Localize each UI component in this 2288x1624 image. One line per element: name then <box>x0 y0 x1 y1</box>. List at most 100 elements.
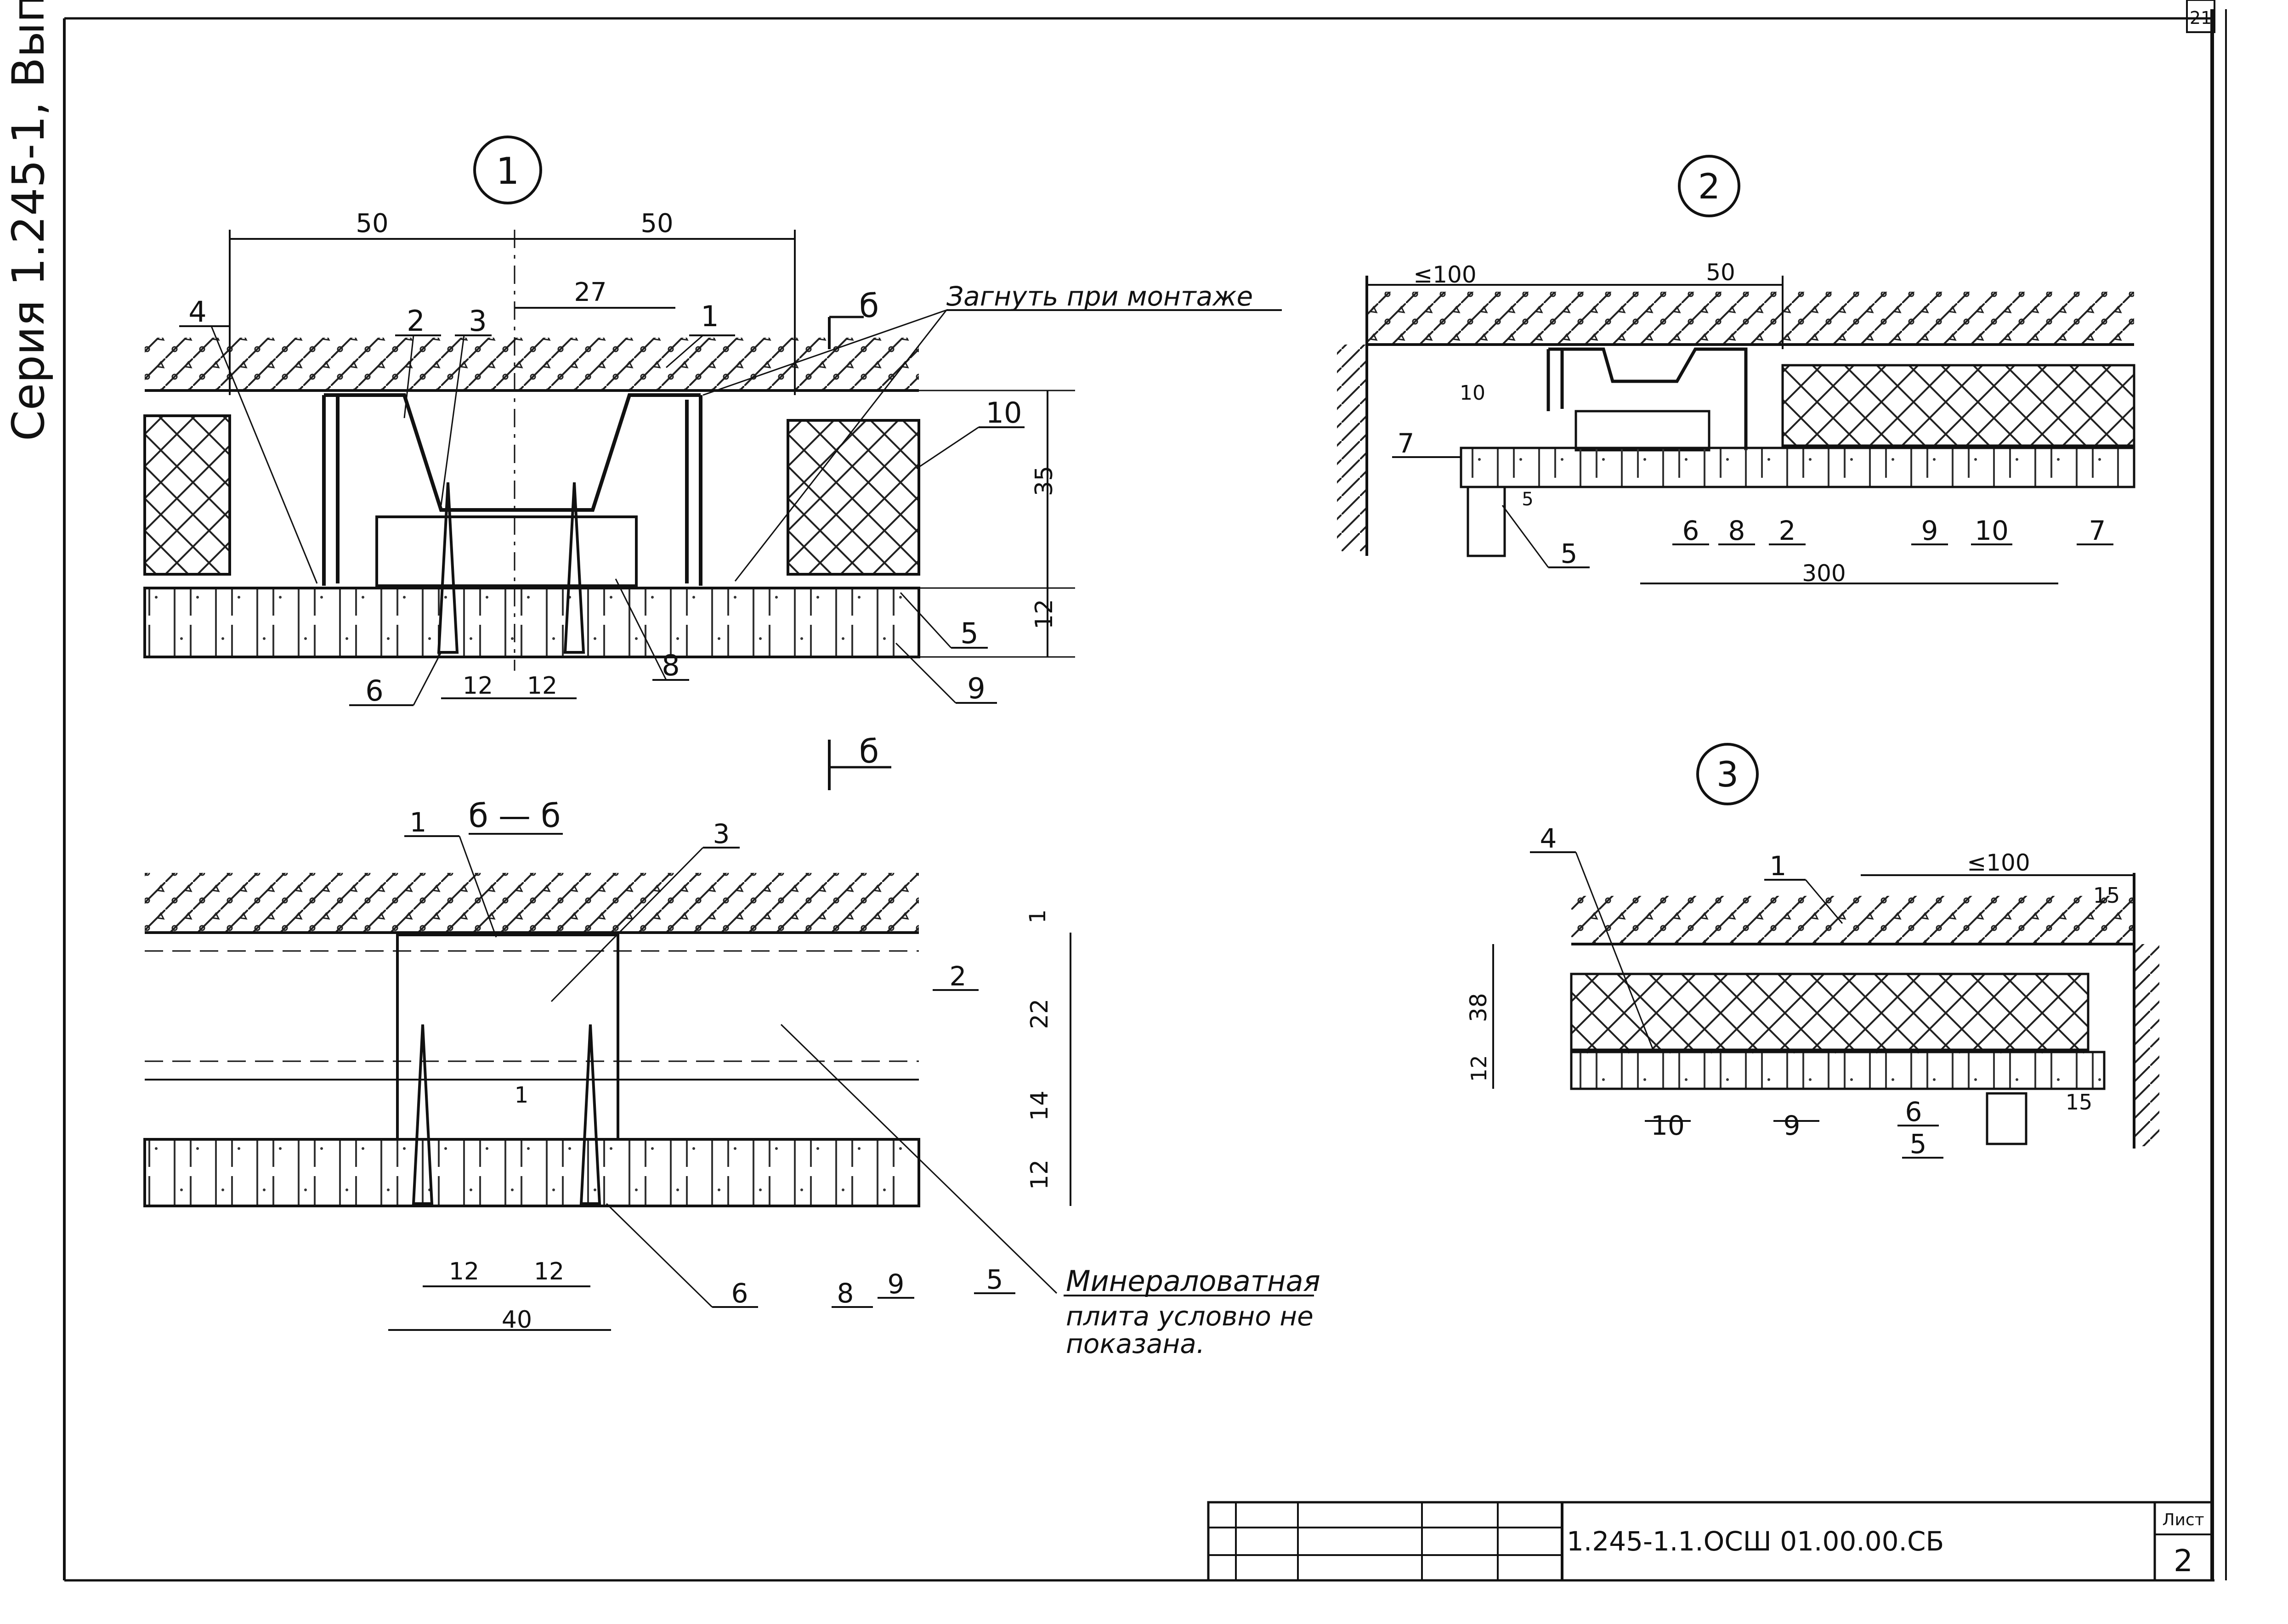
callout-6-2: 6 <box>1682 515 1699 546</box>
dim-12-b: 12 <box>527 672 557 700</box>
note-bend: Загнуть при монтаже <box>946 281 1253 312</box>
view1-callouts: 4 2 3 1 10 5 9 8 6 <box>179 295 1025 707</box>
insulation-2 <box>1781 364 2135 447</box>
view-marker-2 <box>1678 155 1740 217</box>
detail-view-1: 1 50 50 27 35 12 12 12 <box>143 136 1282 707</box>
board-3 <box>1570 1051 2106 1090</box>
dim-le100-3: ≤100 <box>1967 849 2030 876</box>
view-marker-2-label: 2 <box>1698 166 1720 207</box>
concrete-slab-2 <box>1367 292 2134 345</box>
timber-bar-2 <box>1574 410 1710 452</box>
detail-view-3: 3 ≤100 15 38 12 15 4 1 10 9 6 5 <box>1465 743 2159 1160</box>
callout-1: 1 <box>701 300 719 333</box>
callout-8-2: 8 <box>1728 515 1745 546</box>
title-code: 1.245-1.1.ОСШ 01.00.00.СБ <box>1567 1526 1944 1557</box>
callout-6: 6 <box>365 674 383 707</box>
dim-1-section: 1 <box>1025 909 1051 923</box>
note-wool-line2: плита условно не <box>1066 1301 1314 1332</box>
dim-35: 35 <box>1031 466 1058 496</box>
dim-50-left: 50 <box>356 209 388 238</box>
view-marker-3 <box>1696 743 1759 805</box>
callout-2: 2 <box>407 304 425 338</box>
callout-2-section: 2 <box>950 961 967 992</box>
omega-profile <box>322 393 702 586</box>
sheet-number: 2 <box>2174 1543 2193 1579</box>
dim-300-2: 300 <box>1802 560 1846 587</box>
concrete-slab-section <box>145 873 919 933</box>
callout-3: 3 <box>469 304 487 338</box>
dim-27: 27 <box>574 277 606 307</box>
callout-4-3: 4 <box>1540 823 1557 854</box>
concrete-slab-3 <box>1571 896 2134 944</box>
callout-8: 8 <box>662 649 680 682</box>
callout-7a: 7 <box>1398 428 1415 459</box>
dim-12-height: 12 <box>1031 599 1058 629</box>
section-mark-top: б <box>859 287 879 325</box>
callout-7b: 7 <box>2089 515 2106 546</box>
callout-1-section: 1 <box>410 807 427 838</box>
callout-8-section: 8 <box>837 1278 854 1309</box>
screw-left <box>437 482 459 654</box>
dim-15-3a: 15 <box>2093 883 2120 908</box>
gypsum-board <box>143 587 920 658</box>
board-2 <box>1460 447 2135 488</box>
callout-9: 9 <box>967 672 985 705</box>
insulation-right <box>787 419 920 576</box>
callout-5-section: 5 <box>986 1264 1003 1295</box>
dim-14: 14 <box>1026 1091 1053 1121</box>
callout-5-3: 5 <box>1910 1128 1927 1160</box>
callout-5-2: 5 <box>1561 538 1578 569</box>
view3-callouts: 4 1 10 9 6 5 <box>1530 823 1943 1160</box>
dim-15-3b: 15 <box>2066 1090 2093 1115</box>
dim-gap-1: 1 <box>515 1082 529 1108</box>
dim-12-3: 12 <box>1467 1055 1491 1082</box>
dim-12-sb: 12 <box>534 1258 564 1285</box>
callout-6-3: 6 <box>1905 1096 1922 1127</box>
section-mark-bottom: б <box>859 733 879 770</box>
callout-1-3: 1 <box>1770 850 1787 882</box>
callout-9-2: 9 <box>1921 515 1938 546</box>
section-b-b: б б — б 1 22 14 12 1 12 12 40 1 3 2 <box>143 733 1320 1359</box>
detail-view-2: 2 ≤100 50 10 5 300 7 5 6 8 2 <box>1337 155 2135 587</box>
sheet-label: Лист <box>2162 1511 2204 1529</box>
rail-2 <box>1467 486 1506 557</box>
dim-12-section: 12 <box>1026 1160 1053 1190</box>
wall-3 <box>2134 944 2159 1146</box>
insulation-left <box>143 414 231 576</box>
screw-section-left <box>412 1024 434 1205</box>
callout-10: 10 <box>986 396 1022 430</box>
board-section <box>143 1138 920 1207</box>
section-callouts: 1 3 2 6 8 9 5 <box>404 807 1058 1309</box>
dim-50-2: 50 <box>1706 259 1735 286</box>
title-block: 1.245-1.1.ОСШ 01.00.00.СБ Лист 2 <box>1207 1501 2214 1582</box>
screw-section-right <box>579 1024 601 1205</box>
screw-right <box>563 482 585 654</box>
sheet-frame <box>63 0 2227 1582</box>
corner-number: 21 <box>2190 8 2212 28</box>
view-marker-3-label: 3 <box>1716 754 1739 795</box>
callout-3-section: 3 <box>713 818 730 849</box>
rail-3 <box>1986 1092 2027 1145</box>
callout-4: 4 <box>188 295 206 328</box>
dim-38: 38 <box>1465 993 1492 1022</box>
dim-12-sa: 12 <box>449 1258 479 1285</box>
view-marker-1 <box>473 136 542 204</box>
note-wool-line3: показана. <box>1066 1328 1205 1359</box>
profile-2 <box>1546 347 1748 450</box>
callout-6-section: 6 <box>731 1278 748 1309</box>
wall-2 <box>1337 345 1367 551</box>
callout-10-2: 10 <box>1975 515 2009 546</box>
section-title: б — б <box>469 797 561 835</box>
callout-9-3: 9 <box>1784 1110 1801 1141</box>
insulation-3 <box>1570 973 2090 1051</box>
dim-le100-2: ≤100 <box>1413 261 1476 288</box>
dim-50-right: 50 <box>640 209 673 238</box>
note-wool-line1: Минераловатная <box>1066 1264 1320 1298</box>
timber-bar <box>375 515 638 587</box>
callout-2-2: 2 <box>1779 515 1796 546</box>
callout-9-section: 9 <box>888 1268 905 1300</box>
dim-10-2: 10 <box>1460 381 1485 405</box>
series-label: Серия 1.245-1, Выпуск 1 <box>3 0 54 441</box>
concrete-slab <box>145 338 919 390</box>
